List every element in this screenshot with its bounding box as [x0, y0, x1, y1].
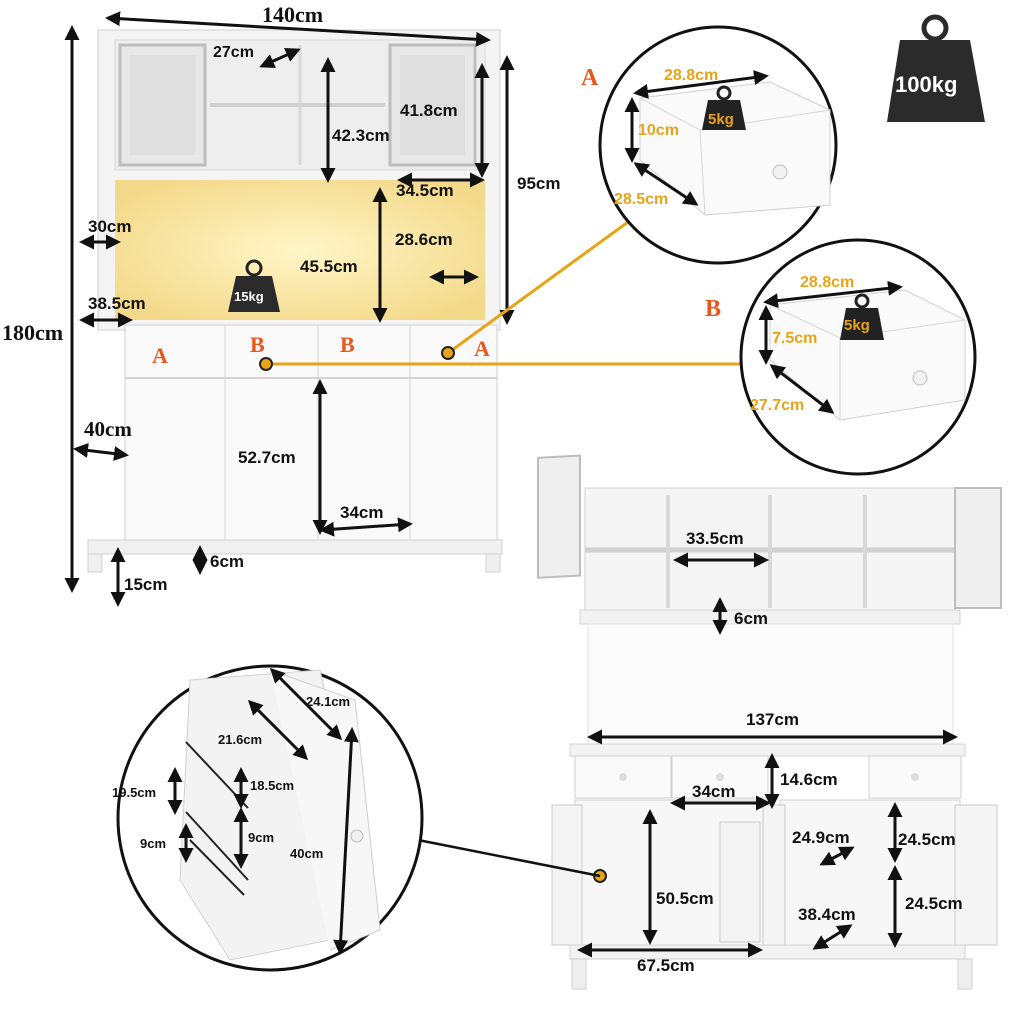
door-detail-connector	[417, 838, 601, 878]
connector-lines	[259, 220, 740, 371]
glass-door-width-label: 34.5cm	[396, 181, 454, 200]
upper-height-label: 95cm	[517, 174, 560, 193]
door-height-label: 40cm	[290, 846, 323, 861]
weight-badge-label: 100kg	[895, 72, 957, 97]
drawer-b-detail: B 28.8cm 7.5cm 27.7cm 5kg	[705, 238, 977, 476]
open-view: 33.5cm 6cm 137cm 14.6cm 34cm 50.5cm 67.5…	[537, 454, 1002, 990]
weight-icon	[854, 293, 870, 309]
leg-height-label: 15cm	[124, 575, 167, 594]
side-shelf-lower-label: 24.5cm	[905, 894, 963, 913]
drawer-b-height-label: 7.5cm	[772, 330, 817, 347]
side-shelf-upper-label: 24.5cm	[898, 830, 956, 849]
drawer-a-depth-label: 28.5cm	[614, 191, 668, 208]
drawer-b-depth-label: 27.7cm	[750, 397, 804, 414]
drawer-width-label-open: 34cm	[692, 782, 735, 801]
side-depth-label: 24.9cm	[792, 828, 850, 847]
drawer-a-marker: A	[581, 65, 599, 91]
shelf-load-label: 15kg	[234, 289, 264, 304]
weight-badge: 100kg	[887, 14, 985, 122]
rack-width-label: 24.1cm	[306, 694, 350, 709]
drawer-b-width-label: 28.8cm	[800, 274, 854, 291]
cubby-width-label-open: 33.5cm	[686, 529, 744, 548]
cabinet-height-label: 50.5cm	[656, 889, 714, 908]
shelf-gap-label: 6cm	[734, 609, 768, 628]
open-shelf-depth-label: 28.6cm	[395, 230, 453, 249]
glass-door-height-label: 41.8cm	[400, 101, 458, 120]
drawer-a-load-label: 5kg	[708, 111, 734, 128]
cabinet-width-label: 67.5cm	[637, 956, 695, 975]
front-view: 140cm 180cm 27cm 42.3cm 41.8cm 34.5cm 95…	[2, 2, 560, 607]
top-cabinet-height-label: 42.3cm	[332, 126, 390, 145]
depth-label-mid: 38.5cm	[88, 294, 146, 313]
depth-label-bottom: 40cm	[84, 417, 132, 441]
inner-width-label: 137cm	[746, 710, 799, 729]
rack-height-a-label: 19.5cm	[112, 785, 156, 800]
weight-icon	[228, 259, 280, 312]
drawer-height-label-open: 14.6cm	[780, 770, 838, 789]
lower-door-height-label: 52.7cm	[238, 448, 296, 467]
rack-gap-b-label: 9cm	[248, 830, 274, 845]
side-width-label: 38.4cm	[798, 905, 856, 924]
cubby-width-label: 27cm	[213, 44, 254, 61]
drawer-b-marker: B	[705, 296, 721, 322]
lit-shelf	[115, 180, 485, 320]
door-detail: 24.1cm 21.6cm 19.5cm 18.5cm 9cm 9cm 40cm	[112, 664, 424, 972]
depth-label-top: 30cm	[88, 217, 131, 236]
drawer-marker-a-left: A	[152, 343, 168, 368]
rack-height-b-label: 18.5cm	[250, 778, 294, 793]
open-glass-door-left	[537, 454, 581, 579]
rack-inner-label: 21.6cm	[218, 732, 262, 747]
drawer-a-height-label: 10cm	[638, 122, 679, 139]
base-height-label: 6cm	[210, 552, 244, 571]
weight-icon	[716, 85, 732, 101]
drawer-b-load-label: 5kg	[844, 317, 870, 334]
drawer-a-width-label: 28.8cm	[664, 67, 718, 84]
weight-icon	[921, 14, 949, 42]
width-label: 140cm	[262, 2, 323, 27]
lower-door-width-label: 34cm	[340, 503, 383, 522]
open-glass-door-right	[954, 487, 1002, 609]
drawer-a-detail: A 28.8cm 10cm 28.5cm 5kg	[581, 25, 838, 265]
height-label: 180cm	[2, 320, 63, 345]
drawer-marker-b-1: B	[250, 332, 265, 357]
drawer-marker-a-right: A	[474, 336, 490, 361]
rack-gap-a-label: 9cm	[140, 836, 166, 851]
open-shelf-height-label: 45.5cm	[300, 257, 358, 276]
drawer-marker-b-2: B	[340, 332, 355, 357]
